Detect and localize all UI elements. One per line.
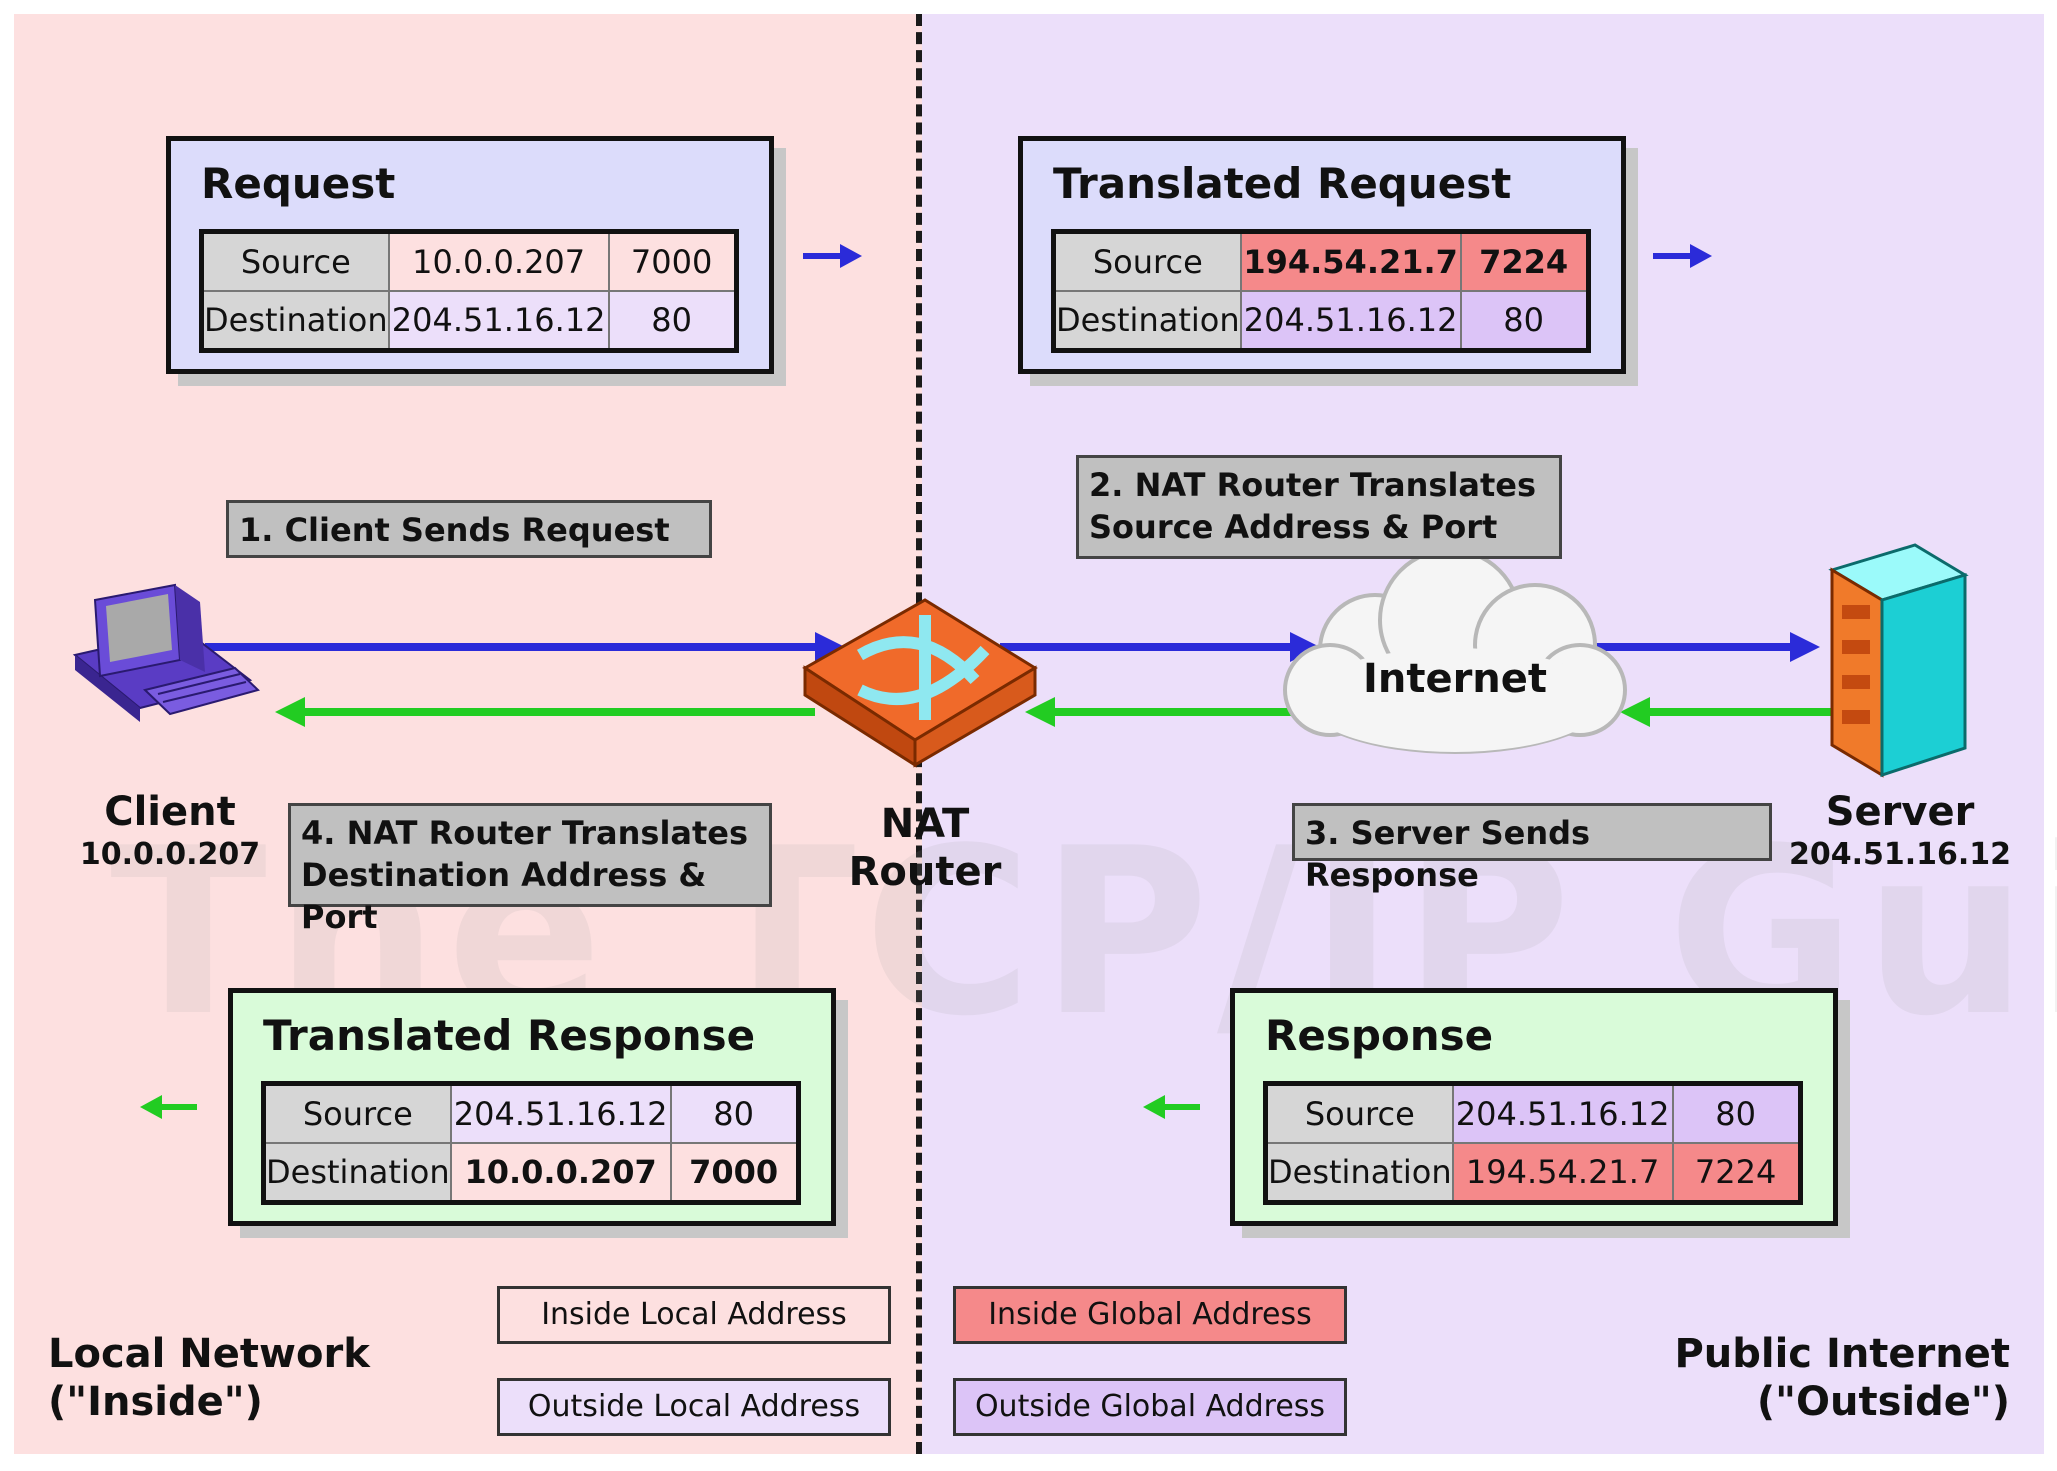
- row-label: Source: [262, 1082, 452, 1144]
- table-row: Source 204.51.16.12 80: [262, 1082, 800, 1144]
- translated-response-direction-arrow: [140, 1095, 197, 1119]
- table-row: Source 10.0.0.207 7000: [200, 230, 738, 292]
- row-label: Destination: [200, 290, 390, 352]
- row-label: Source: [1052, 230, 1242, 292]
- step-3-text: 3. Server Sends Response: [1305, 814, 1591, 894]
- response-line-internet-router: [1025, 697, 1325, 727]
- client-name: Client: [104, 789, 236, 835]
- table-row: Source 194.54.21.7 7224: [1052, 230, 1590, 292]
- table-row: Destination 10.0.0.207 7000: [262, 1142, 800, 1204]
- table-row: Destination 194.54.21.7 7224: [1264, 1142, 1802, 1204]
- request-line-router-internet: [1000, 632, 1320, 662]
- response-table: Source 204.51.16.12 80 Destination 194.5…: [1263, 1081, 1803, 1205]
- table-row: Source 204.51.16.12 80: [1264, 1082, 1802, 1144]
- inside-local-port: 7000: [607, 230, 738, 292]
- request-line-client-router: [205, 632, 845, 662]
- step-1-label: 1. Client Sends Request: [226, 500, 712, 558]
- step-1-text: 1. Client Sends Request: [239, 511, 670, 549]
- router-label-line2: Router: [848, 849, 1002, 895]
- translated-response-table: Source 204.51.16.12 80 Destination 10.0.…: [261, 1081, 801, 1205]
- router-icon: [802, 598, 1038, 768]
- internet-label: Internet: [1362, 656, 1548, 702]
- outside-region-label: Public Internet ("Outside"): [1620, 1330, 2010, 1426]
- outside-local-port: 80: [607, 290, 738, 352]
- inside-region-label: Local Network ("Inside"): [48, 1330, 428, 1426]
- translated-request-direction-arrow: [1653, 244, 1712, 268]
- response-line-router-client: [275, 697, 815, 727]
- outside-local-port: 80: [669, 1082, 800, 1144]
- request-panel-title: Request: [201, 159, 396, 208]
- row-label: Source: [200, 230, 390, 292]
- step-2-text-line2: Source Address & Port: [1089, 508, 1498, 546]
- table-row: Destination 204.51.16.12 80: [1052, 290, 1590, 352]
- step-2-label: 2. NAT Router Translates Source Address …: [1076, 455, 1562, 559]
- inside-local-address: 10.0.0.207: [449, 1142, 672, 1204]
- step-4-text-line1: 4. NAT Router Translates: [301, 814, 749, 852]
- legend-inside-global: Inside Global Address: [953, 1286, 1347, 1344]
- inside-global-address: 194.54.21.7: [1451, 1142, 1674, 1204]
- table-row: Destination 204.51.16.12 80: [200, 290, 738, 352]
- response-line-server-internet: [1620, 697, 1840, 727]
- legend-outside-local: Outside Local Address: [497, 1378, 891, 1436]
- server-address: 204.51.16.12: [1788, 837, 2012, 872]
- outside-local-address: 204.51.16.12: [387, 290, 610, 352]
- row-label: Destination: [1264, 1142, 1454, 1204]
- translated-response-panel-title: Translated Response: [263, 1011, 756, 1060]
- router-label-line1: NAT: [880, 801, 970, 847]
- row-label: Destination: [262, 1142, 452, 1204]
- response-panel-title: Response: [1265, 1011, 1494, 1060]
- response-direction-arrow: [1143, 1095, 1200, 1119]
- router-label: NAT Router: [830, 800, 1020, 896]
- inside-global-port: 7224: [1671, 1142, 1802, 1204]
- translated-request-table: Source 194.54.21.7 7224 Destination 204.…: [1051, 229, 1591, 353]
- legend-outside-global: Outside Global Address: [953, 1378, 1347, 1436]
- server-label: Server 204.51.16.12: [1785, 788, 2015, 874]
- inside-local-port: 7000: [669, 1142, 800, 1204]
- inside-region-label-line1: Local Network: [48, 1331, 370, 1377]
- server-icon: [1828, 543, 1969, 778]
- inside-global-port: 7224: [1459, 230, 1590, 292]
- outside-region-label-line1: Public Internet: [1674, 1331, 2010, 1377]
- step-4-text-line2: Destination Address & Port: [301, 856, 707, 936]
- outside-global-address: 204.51.16.12: [1451, 1082, 1674, 1144]
- row-label: Source: [1264, 1082, 1454, 1144]
- request-direction-arrow: [803, 244, 862, 268]
- client-label: Client 10.0.0.207: [60, 788, 280, 874]
- translated-response-panel: Translated Response Source 204.51.16.12 …: [228, 988, 836, 1226]
- legend-inside-local: Inside Local Address: [497, 1286, 891, 1344]
- server-name: Server: [1825, 789, 1975, 835]
- request-panel: Request Source 10.0.0.207 7000 Destinati…: [166, 136, 774, 374]
- translated-request-panel-title: Translated Request: [1053, 159, 1512, 208]
- outside-global-address: 204.51.16.12: [1239, 290, 1462, 352]
- computer-icon: [72, 583, 260, 722]
- cloud-icon: [1283, 548, 1627, 754]
- inside-local-address: 10.0.0.207: [387, 230, 610, 292]
- row-label: Destination: [1052, 290, 1242, 352]
- step-3-label: 3. Server Sends Response: [1292, 803, 1772, 894]
- outside-local-address: 204.51.16.12: [449, 1082, 672, 1144]
- client-address: 10.0.0.207: [79, 837, 261, 872]
- outside-region-label-line2: ("Outside"): [1756, 1379, 2010, 1425]
- response-panel: Response Source 204.51.16.12 80 Destinat…: [1230, 988, 1838, 1226]
- step-2-text-line1: 2. NAT Router Translates: [1089, 466, 1537, 504]
- inside-global-address: 194.54.21.7: [1239, 230, 1462, 292]
- outside-global-port: 80: [1671, 1082, 1802, 1144]
- step-4-label: 4. NAT Router Translates Destination Add…: [288, 803, 772, 936]
- request-line-internet-server: [1590, 632, 1820, 662]
- request-table: Source 10.0.0.207 7000 Destination 204.5…: [199, 229, 739, 353]
- outside-global-port: 80: [1459, 290, 1590, 352]
- inside-region-label-line2: ("Inside"): [48, 1379, 263, 1425]
- translated-request-panel: Translated Request Source 194.54.21.7 72…: [1018, 136, 1626, 374]
